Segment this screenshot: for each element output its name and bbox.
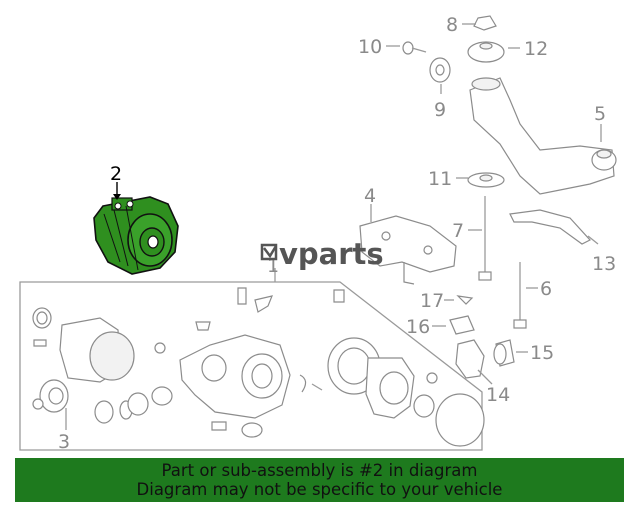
watermark-text: vparts <box>279 237 384 271</box>
differential-housing <box>179 334 323 419</box>
highlighted-part-2[interactable] <box>93 196 179 275</box>
part-4[interactable] <box>359 215 457 285</box>
parts-diagram: 1 2 3 <box>19 14 617 453</box>
part-10[interactable] <box>402 41 427 55</box>
left-seals <box>32 287 345 438</box>
callout-16[interactable]: 16 <box>406 316 430 338</box>
callout-9[interactable]: 9 <box>434 99 446 121</box>
part-16[interactable] <box>449 315 475 335</box>
banner-line-2: Diagram may not be specific to your vehi… <box>136 480 503 499</box>
callout-1[interactable]: 1 <box>267 255 279 277</box>
info-banner: Part or sub-assembly is #2 in diagram Di… <box>15 458 624 502</box>
callout-12[interactable]: 12 <box>524 38 548 60</box>
callout-2[interactable]: 2 <box>110 163 122 185</box>
callout-11[interactable]: 11 <box>428 168 452 190</box>
callout-10[interactable]: 10 <box>358 36 382 58</box>
part-11[interactable] <box>467 172 505 188</box>
callout-8[interactable]: 8 <box>446 14 458 36</box>
part-6[interactable] <box>513 262 527 329</box>
watermark-logo <box>260 243 278 261</box>
part-5[interactable] <box>469 77 617 195</box>
part-13[interactable] <box>509 209 591 245</box>
callout-6[interactable]: 6 <box>540 278 552 300</box>
part-8[interactable] <box>473 15 497 31</box>
part-17[interactable] <box>456 295 474 305</box>
part-9[interactable] <box>429 57 451 83</box>
callout-3[interactable]: 3 <box>58 431 70 453</box>
part-7[interactable] <box>478 196 492 281</box>
callout-5[interactable]: 5 <box>594 103 606 125</box>
callout-15[interactable]: 15 <box>530 342 554 364</box>
banner-line-1: Part or sub-assembly is #2 in diagram <box>161 461 478 480</box>
callout-7[interactable]: 7 <box>452 220 464 242</box>
part-3[interactable] <box>32 379 69 413</box>
callout-4[interactable]: 4 <box>364 185 376 207</box>
callout-14[interactable]: 14 <box>486 384 510 406</box>
callout-17[interactable]: 17 <box>420 290 444 312</box>
part-14[interactable] <box>455 339 485 379</box>
part-12[interactable] <box>467 41 505 63</box>
right-cover <box>327 337 485 447</box>
part-15[interactable] <box>493 339 515 367</box>
callout-13[interactable]: 13 <box>592 253 616 275</box>
